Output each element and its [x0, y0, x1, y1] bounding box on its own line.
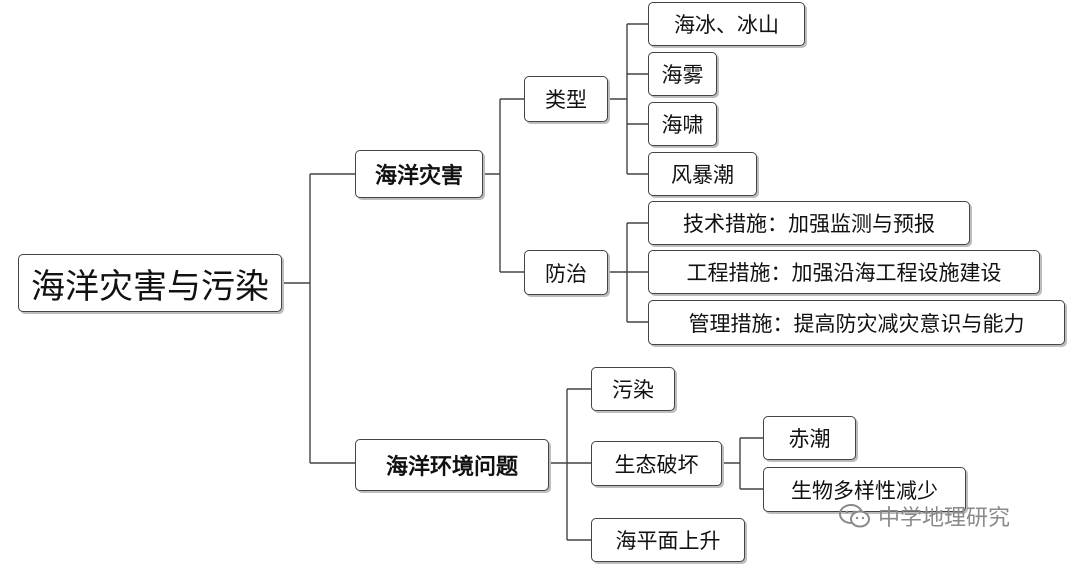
watermark-text: 中学地理研究	[878, 506, 1011, 531]
leaf-sea-ice: 海冰、冰山	[648, 2, 805, 46]
leaf-tech-measures: 技术措施：加强监测与预报	[648, 201, 970, 245]
node-types: 类型	[524, 76, 608, 122]
node-label: 海洋环境问题	[385, 455, 518, 480]
node-label: 风暴潮	[671, 163, 734, 187]
root-node: 海洋灾害与污染	[18, 254, 282, 312]
watermark: 中学地理研究	[838, 500, 1010, 532]
leaf-biodiversity-loss: 生物多样性减少	[763, 467, 966, 512]
leaf-red-tide: 赤潮	[763, 416, 856, 460]
node-pollution: 污染	[591, 367, 675, 411]
wechat-icon	[839, 504, 870, 528]
leaf-sea-fog: 海雾	[648, 52, 717, 96]
node-label: 生态破坏	[614, 452, 699, 477]
node-marine-environment: 海洋环境问题	[355, 439, 549, 491]
node-label: 工程措施：加强沿海工程设施建设	[686, 261, 1002, 285]
node-label: 海啸	[661, 113, 704, 137]
leaf-management-measures: 管理措施：提高防灾减灾意识与能力	[648, 300, 1065, 345]
node-sea-level-rise: 海平面上升	[591, 518, 745, 562]
node-label: 污染	[612, 378, 654, 402]
root-label: 海洋灾害与污染	[31, 266, 269, 307]
node-label: 海冰、冰山	[674, 13, 779, 37]
leaf-storm-surge: 风暴潮	[648, 152, 757, 196]
leaf-engineering-measures: 工程措施：加强沿海工程设施建设	[648, 250, 1040, 294]
node-prevention: 防治	[524, 250, 608, 295]
node-marine-disaster: 海洋灾害	[355, 150, 483, 198]
leaf-tsunami: 海啸	[648, 102, 717, 146]
node-label: 海平面上升	[615, 529, 721, 553]
node-label: 赤潮	[788, 427, 831, 451]
node-label: 生物多样性减少	[791, 478, 938, 503]
node-label: 防治	[545, 261, 587, 286]
node-eco-damage: 生态破坏	[591, 441, 722, 486]
node-label: 海洋灾害	[374, 164, 463, 189]
node-label: 海雾	[661, 63, 704, 87]
node-label: 技术措施：加强监测与预报	[683, 212, 935, 236]
node-label: 管理措施：提高防灾减灾意识与能力	[688, 311, 1025, 336]
node-label: 类型	[545, 88, 587, 112]
